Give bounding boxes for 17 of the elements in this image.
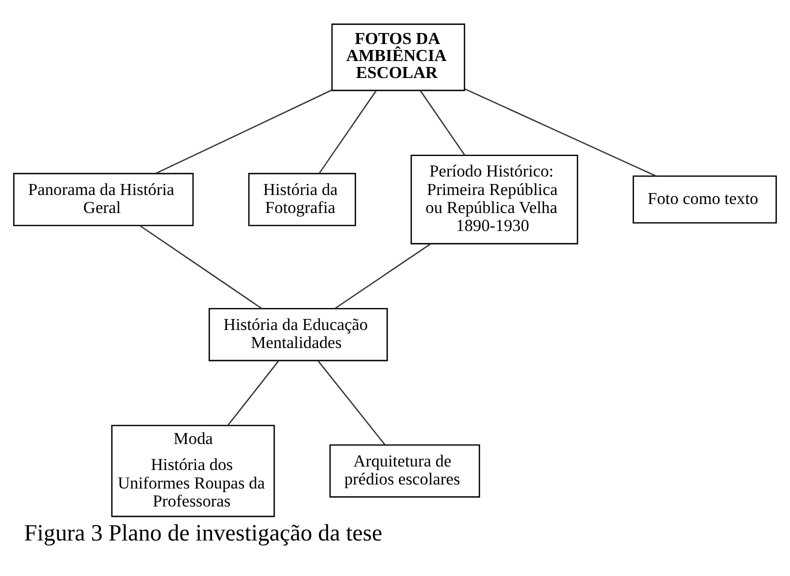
- node-box: Panorama da História Geral: [13, 172, 194, 226]
- connector: [140, 224, 262, 309]
- node-box: Arquitetura de prédios escolares: [329, 444, 480, 498]
- caption: Figura 3 Plano de investigação da tese: [24, 520, 382, 546]
- node-box: História da Fotografia: [248, 172, 356, 226]
- node-box: História da Educação Mentalidades: [208, 307, 388, 361]
- connector: [156, 89, 332, 174]
- node-box: FOTOS DA AMBIÊNCIA ESCOLAR: [331, 23, 466, 91]
- node-box: Foto como texto: [632, 175, 777, 224]
- connector: [318, 90, 377, 174]
- connector: [464, 88, 656, 176]
- connector: [228, 360, 279, 426]
- node-box: Moda História dos Uniformes Roupas da Professoras: [111, 424, 275, 517]
- connector: [318, 360, 386, 445]
- connector: [334, 242, 432, 308]
- node-box: Período Histórico: Primeira República ou República Velha 1890-1930: [410, 154, 578, 244]
- connector: [420, 90, 466, 156]
